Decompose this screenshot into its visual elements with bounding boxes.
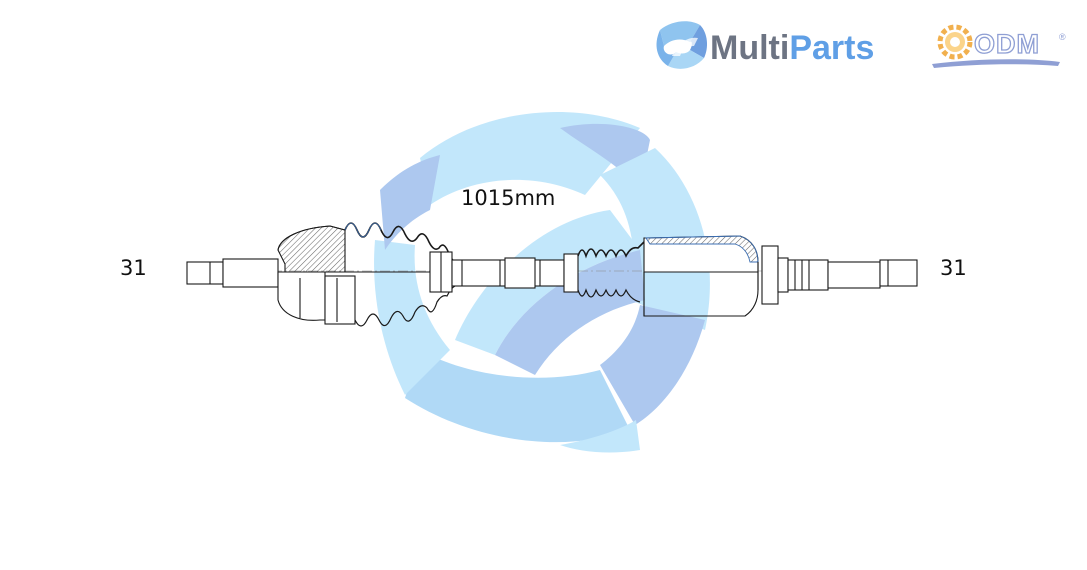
- watermark-left-top: [380, 155, 440, 250]
- brand-name-multi: Multi: [710, 29, 789, 67]
- watermark-bottom-light: [560, 420, 640, 453]
- multiparts-logo: MultiParts: [656, 21, 874, 69]
- registered-mark: ®: [1059, 32, 1066, 42]
- right-stub-shaft: [761, 245, 918, 305]
- watermark-center-dark: [495, 250, 645, 375]
- right-spline-count: 31: [940, 256, 967, 280]
- right-boot: [563, 239, 647, 303]
- watermark-right-lower: [600, 305, 705, 425]
- odm-logo-text: ODM: [974, 29, 1040, 59]
- watermark-bottom-band: [405, 350, 630, 443]
- left-joint-housing: [277, 225, 440, 325]
- left-boot: [344, 222, 462, 327]
- center-bar-shaft: [451, 257, 565, 289]
- multiparts-emblem-icon: [656, 21, 708, 69]
- drive-shaft-assembly: [186, 222, 918, 327]
- svg-text:MultiParts: MultiParts: [710, 29, 874, 67]
- odm-logo: ODM ®: [932, 24, 1066, 68]
- left-spline-count: 31: [120, 256, 147, 280]
- gear-icon: [937, 24, 973, 60]
- left-stub-shaft: [186, 258, 279, 288]
- right-joint-housing: [643, 235, 759, 317]
- odm-swoosh: [932, 59, 1060, 68]
- brand-name-parts: Parts: [789, 29, 874, 67]
- overall-length-label: 1015mm: [461, 186, 555, 210]
